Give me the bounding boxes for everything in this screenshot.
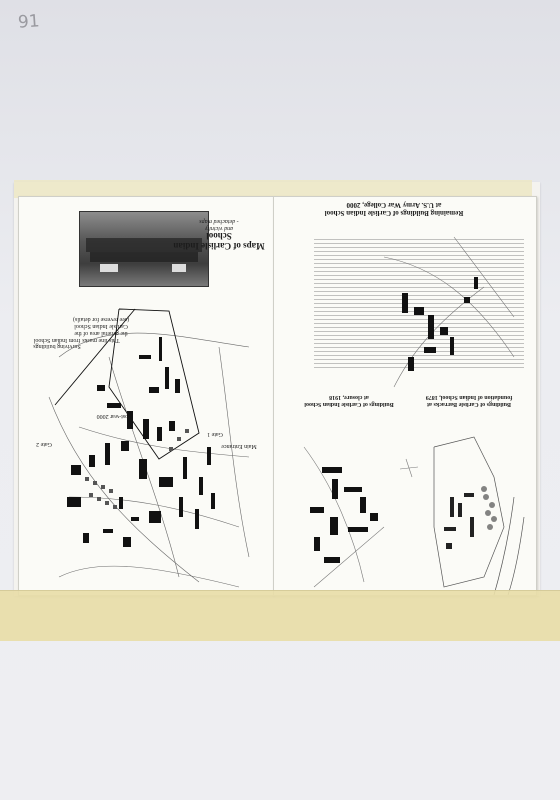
left-campus-map [48,308,250,588]
left-page: Maps of Carlisle Indian School and vicin… [18,196,274,596]
historic-photo [79,211,209,287]
right-text-lines [314,239,524,369]
tape-strip-top [14,180,532,198]
photo-figures [86,238,202,272]
right-maps [303,236,525,595]
tape-strip-bottom [0,590,560,641]
right-page: Remaining Buildings of Carlisle Indian S… [273,196,537,596]
page-number: 91 [17,11,41,33]
